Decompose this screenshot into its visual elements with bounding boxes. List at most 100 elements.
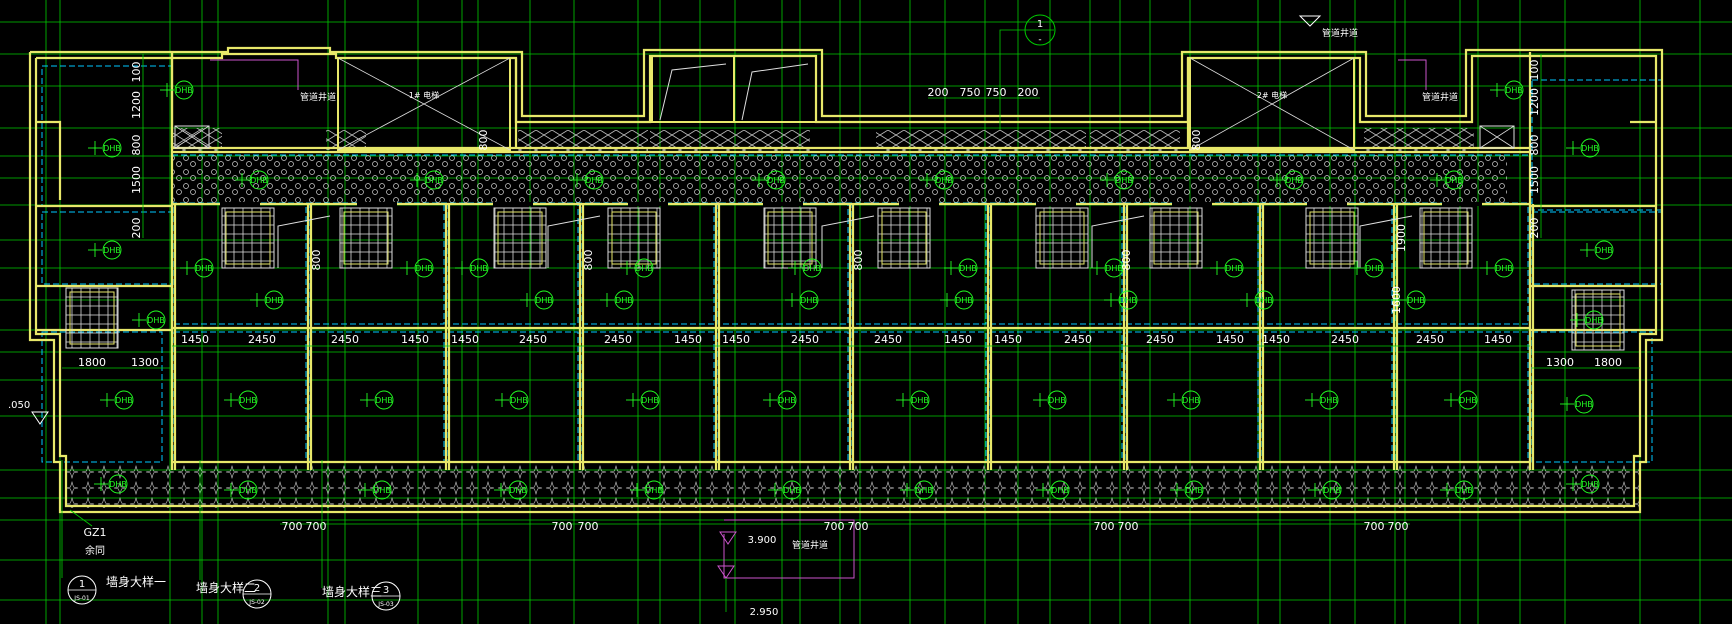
detail-sub: JS-03 xyxy=(377,601,394,608)
bathroom-tile-floor xyxy=(221,207,275,269)
elevator-shaft xyxy=(337,57,511,151)
room-tag-label: DHB xyxy=(103,144,121,153)
dimension-label: 200 xyxy=(928,86,949,99)
room-tag-label: DHB xyxy=(1575,400,1593,409)
room-tag-label: DHB xyxy=(911,396,929,405)
dimension-label: 1450 xyxy=(451,333,479,346)
tag-circle xyxy=(958,258,978,278)
tag-circle xyxy=(1322,480,1342,500)
bathroom-frame xyxy=(1039,211,1085,265)
tag-circle xyxy=(799,290,819,310)
room-tag-label: DHB xyxy=(1459,396,1477,405)
tag-circle xyxy=(374,390,394,410)
room-tag-label: DHB xyxy=(195,264,213,273)
building-walls xyxy=(28,46,1664,514)
tag-circle xyxy=(777,390,797,410)
room-tag-label: DHB xyxy=(767,176,785,185)
room-tag-label: DHB xyxy=(175,86,193,95)
brick-hatch xyxy=(1364,128,1474,151)
duct-cross xyxy=(1479,125,1515,149)
detail-label: 墙身大样一 xyxy=(106,574,166,589)
tag-circle xyxy=(469,258,489,278)
room-tag-label: DHB xyxy=(250,176,268,185)
column-tag-sub: 余同 xyxy=(85,544,105,557)
grid-bubble-number: 1 xyxy=(1037,19,1043,30)
brick-hatch xyxy=(326,130,366,150)
room-tag-label: DHB xyxy=(1115,176,1133,185)
dimension-label: 700 xyxy=(306,520,327,533)
duct-box xyxy=(174,125,210,149)
room-tag-label: DHB xyxy=(109,480,127,489)
dimension-label: 2450 xyxy=(1331,333,1359,346)
room-tag-label: DHB xyxy=(615,296,633,305)
tag-circle xyxy=(1254,290,1274,310)
bathroom-frame xyxy=(881,211,927,265)
dimension-label: 200 xyxy=(1528,218,1541,239)
room-tag-label: DHB xyxy=(645,486,663,495)
room-tag-label: DHB xyxy=(955,296,973,305)
bathroom-tile-floor xyxy=(1149,207,1203,269)
tag-circle xyxy=(910,390,930,410)
bathroom-frame xyxy=(497,211,543,265)
dimension-label: 100 xyxy=(130,62,143,83)
tag-circle xyxy=(766,170,786,190)
dimension-label: 2450 xyxy=(1146,333,1174,346)
leader-line xyxy=(1398,59,1427,90)
bathroom-frame xyxy=(1309,211,1355,265)
room-tag-label: DHB xyxy=(535,296,553,305)
bathroom-tile-floor xyxy=(607,207,661,269)
room-tag-label: DHB xyxy=(147,316,165,325)
room-boundary xyxy=(41,65,173,207)
dimension-label: 200 xyxy=(1018,86,1039,99)
outer-wall xyxy=(28,46,1664,514)
dimension-label: 700 xyxy=(1364,520,1385,533)
dimension-label: 2450 xyxy=(1416,333,1444,346)
bathroom-tile-floor xyxy=(1305,207,1359,269)
duct-box xyxy=(1479,125,1515,149)
room-tag-label: DHB xyxy=(1585,316,1603,325)
room-tag-label: DHB xyxy=(800,296,818,305)
room-tag-label: DHB xyxy=(783,486,801,495)
tag-circle xyxy=(1458,390,1478,410)
bathroom-frame xyxy=(1153,211,1199,265)
room-tag-label: DHB xyxy=(585,176,603,185)
tag-circle xyxy=(1504,80,1524,100)
room-tag-label: DHB xyxy=(1182,396,1200,405)
room-tag-label: DHB xyxy=(1581,480,1599,489)
room-tag-label: DHB xyxy=(1595,246,1613,255)
tag-circle xyxy=(640,390,660,410)
tag-circle xyxy=(146,310,166,330)
bathroom-frame xyxy=(611,211,657,265)
dimension-label: 800 xyxy=(582,250,595,271)
room-tag-label: DHB xyxy=(415,264,433,273)
dimension-label: 750 xyxy=(960,86,981,99)
room-tags: DHB DHB DHB DHB DHB DHB DHB DHB DHB DHB DHB DHB DHB D… xyxy=(88,80,1614,500)
dimension-label: 2450 xyxy=(248,333,276,346)
room-tag-label: DHB xyxy=(1505,86,1523,95)
tag-circle xyxy=(914,480,934,500)
tag-circle xyxy=(508,480,528,500)
dimension-label: 2450 xyxy=(1064,333,1092,346)
dimension-label: 1450 xyxy=(1216,333,1244,346)
tag-circle xyxy=(238,390,258,410)
dimension-label: 700 xyxy=(848,520,869,533)
room-tag-label: DHB xyxy=(1365,264,1383,273)
dimension-label: 100 xyxy=(1528,60,1541,81)
dimension-label: 700 xyxy=(552,520,573,533)
elevator-label: 1# 电梯 xyxy=(409,90,439,100)
shaft-label: 管道井道 xyxy=(300,91,336,103)
tag-circle xyxy=(534,290,554,310)
tag-circle xyxy=(102,240,122,260)
tag-circle xyxy=(1118,290,1138,310)
corridor-hatch xyxy=(172,155,1507,203)
detail-number: 3 xyxy=(383,585,389,596)
tag-circle xyxy=(1584,310,1604,330)
detail-number: 1 xyxy=(79,579,85,590)
dimension-label: 2450 xyxy=(519,333,547,346)
room-tag-label: DHB xyxy=(1048,396,1066,405)
room-tag-label: DHB xyxy=(1051,486,1069,495)
end-wall xyxy=(36,120,62,200)
tag-circle xyxy=(174,80,194,100)
